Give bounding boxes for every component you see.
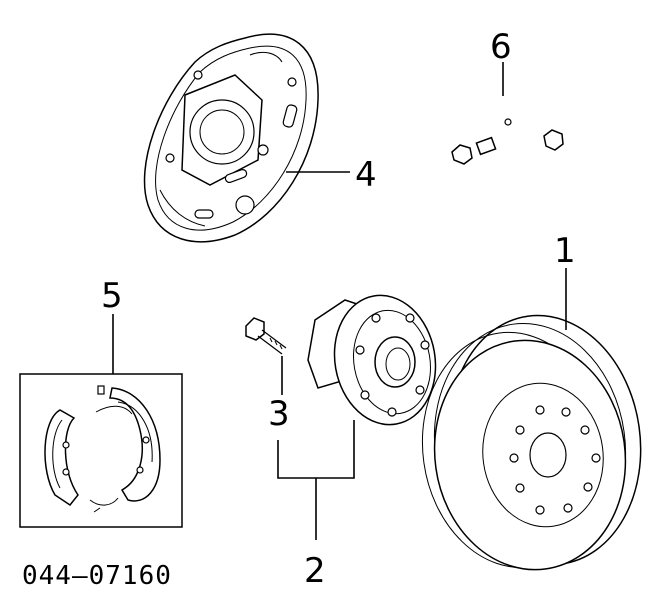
brake-shoes-illustration: [44, 385, 161, 513]
callout-4: 4: [355, 155, 377, 195]
callout-5: 5: [101, 276, 123, 316]
callout-6: 6: [490, 27, 512, 67]
part-code: 044–07160: [22, 561, 172, 591]
brake-drum-illustration: [421, 314, 642, 571]
callout-2: 2: [304, 551, 326, 591]
callout-1: 1: [554, 231, 576, 271]
callout-3: 3: [268, 394, 290, 434]
brake-hose-illustration: [451, 92, 564, 165]
backing-plate-illustration: [143, 33, 319, 243]
hub-assembly-illustration: [307, 294, 437, 426]
bolt-illustration: [245, 317, 287, 355]
shoes-box: [19, 373, 183, 528]
